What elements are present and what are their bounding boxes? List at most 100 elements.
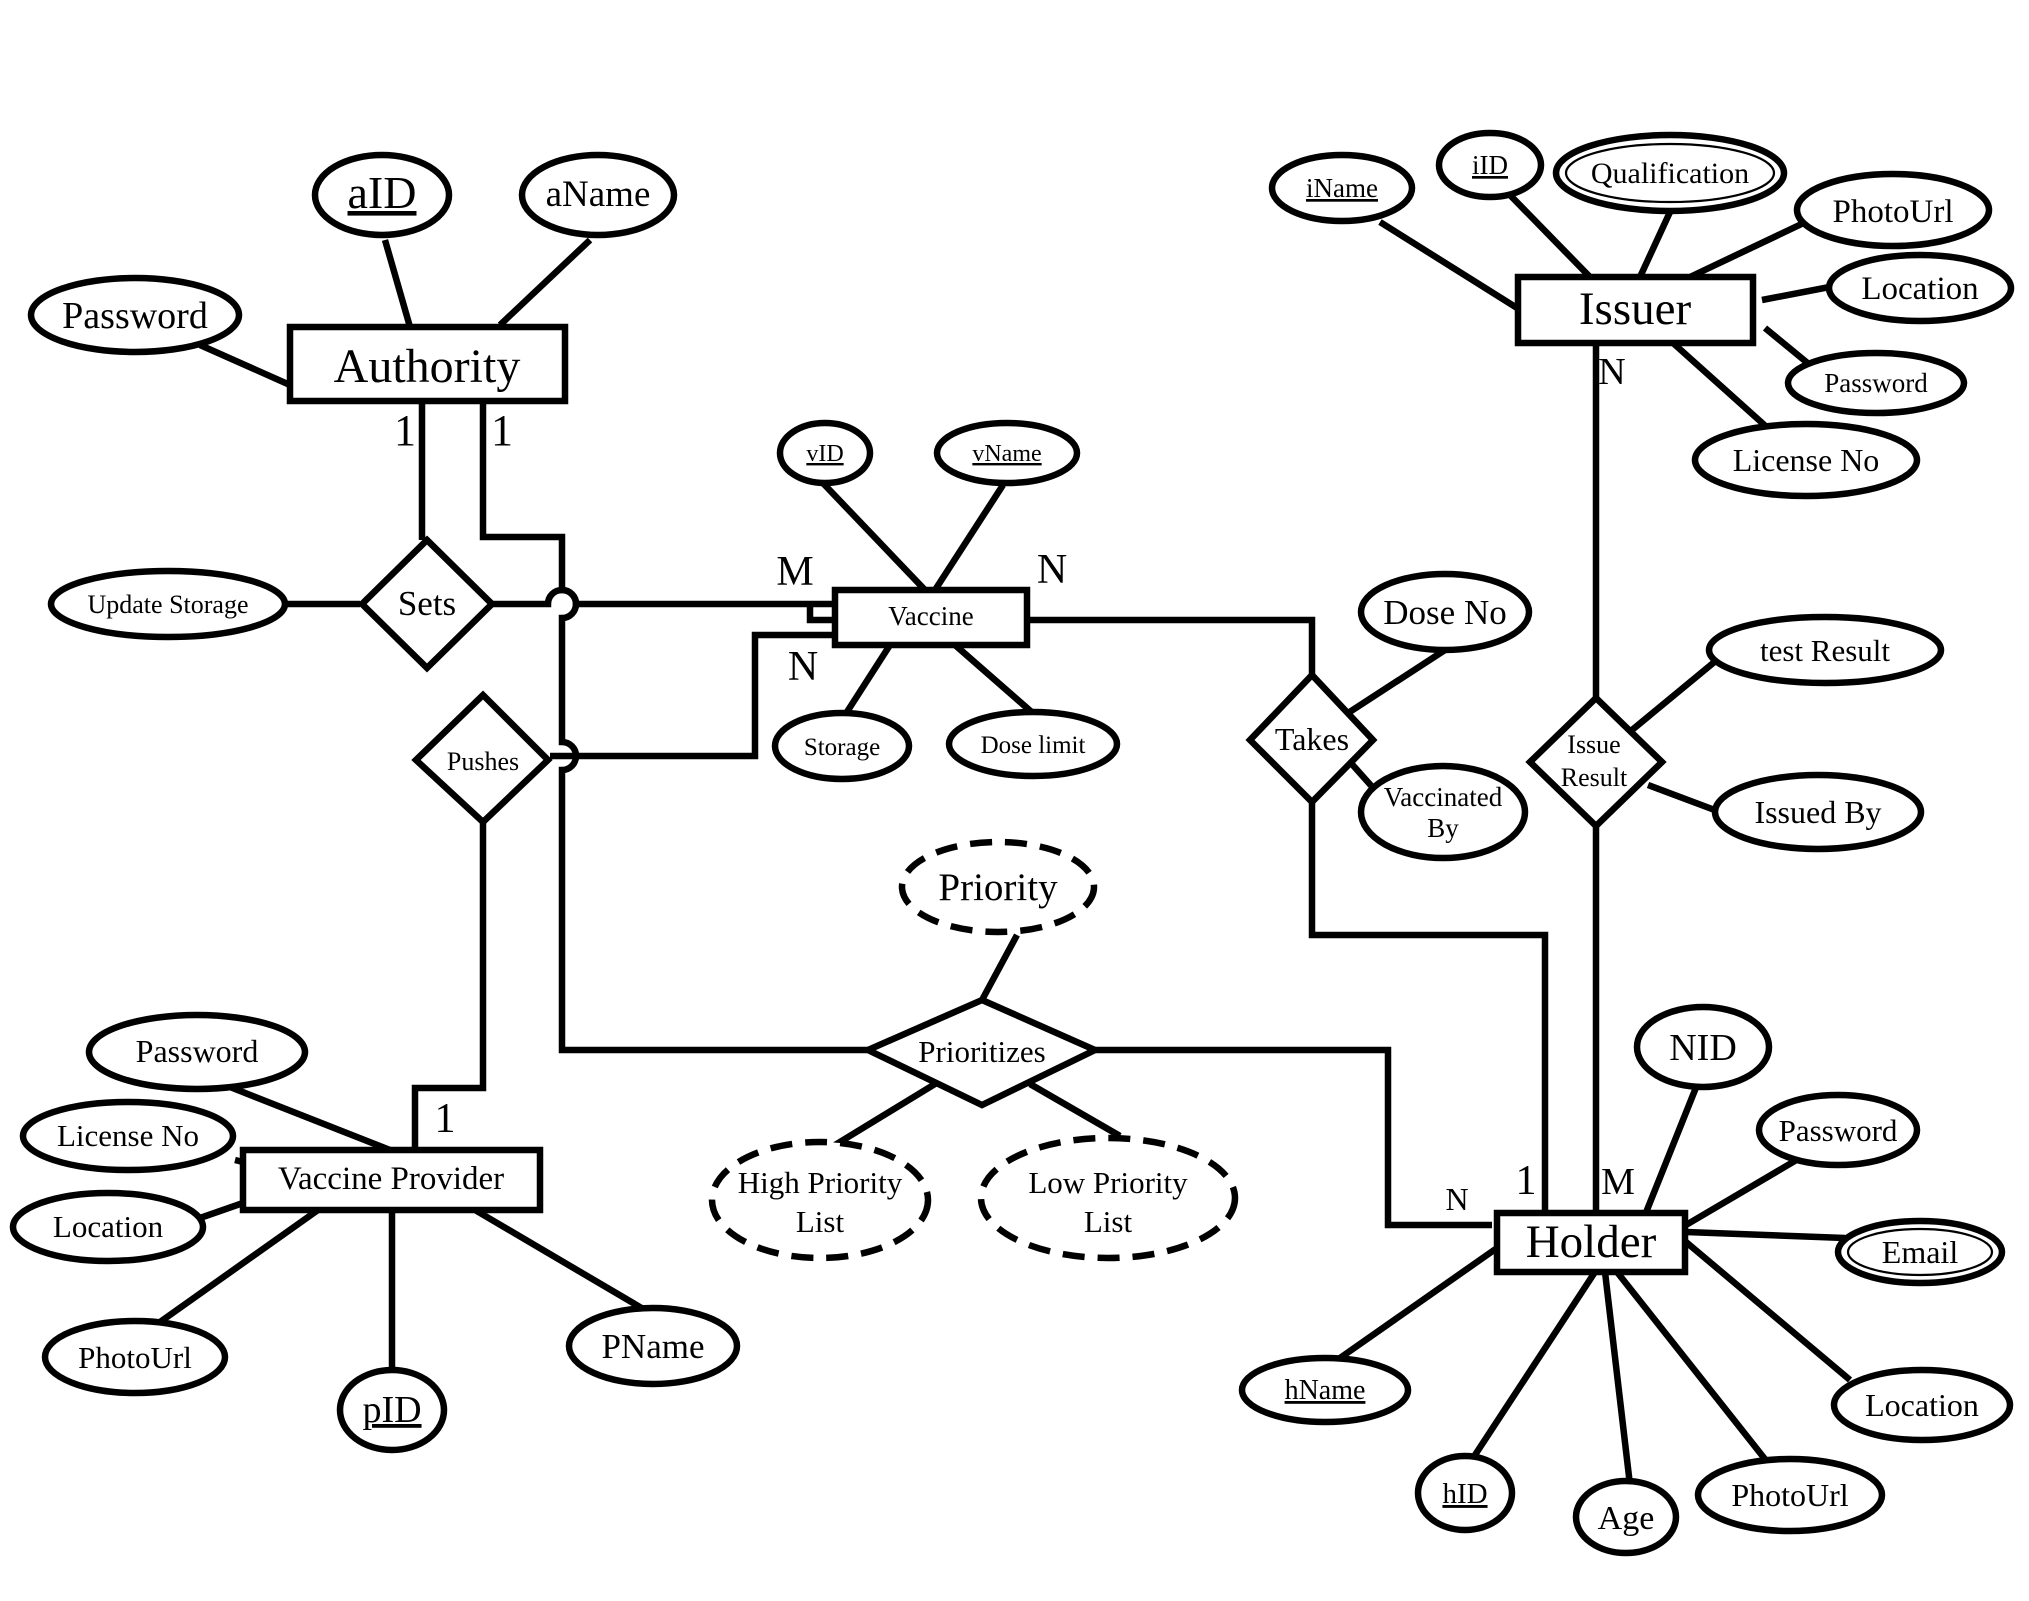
attribute-holder-photourl: PhotoUrl — [1694, 1455, 1886, 1535]
attribute-hname: hName — [1238, 1354, 1412, 1426]
attribute-label: Priority — [938, 866, 1058, 909]
attribute-vaccinated-by: Vaccinated By — [1357, 762, 1529, 862]
attribute-label: Password — [62, 295, 208, 337]
relationship-label: Prioritizes — [918, 1034, 1045, 1069]
attribute-label: Location — [1861, 271, 1978, 307]
attribute-aid: aID — [311, 151, 453, 239]
attribute-label: PhotoUrl — [1731, 1477, 1848, 1513]
attribute-provider-password: Password — [85, 1011, 309, 1093]
attribute-dose-limit: Dose limit — [945, 708, 1121, 780]
attribute-label: Password — [1824, 368, 1928, 398]
attribute-label-line1: Vaccinated — [1384, 782, 1503, 812]
attribute-dose-no: Dose No — [1357, 570, 1533, 654]
entity-label: Vaccine Provider — [278, 1161, 504, 1197]
attribute-iid: iID — [1435, 129, 1545, 201]
entity-label: Authority — [334, 340, 521, 393]
attribute-label: Password — [136, 1033, 259, 1069]
relationship-label: Sets — [398, 584, 456, 623]
attribute-issued-by: Issued By — [1711, 771, 1925, 853]
attribute-label: iName — [1306, 173, 1378, 203]
relationship-label: Pushes — [447, 747, 519, 776]
attribute-label: Storage — [804, 734, 880, 761]
attribute-label: hName — [1285, 1375, 1366, 1406]
attribute-label: PName — [601, 1327, 704, 1366]
attribute-label: License No — [1733, 442, 1880, 478]
attribute-email: Email — [1834, 1217, 2006, 1287]
entity-label: Issuer — [1579, 283, 1692, 335]
entity-label: Vaccine — [888, 601, 973, 631]
cardinality-provider-pushes: 1 — [435, 1096, 456, 1142]
entity-holder: Holder — [1493, 1209, 1689, 1276]
attribute-label-line1: High Priority — [738, 1165, 903, 1200]
attribute-label: vID — [806, 441, 843, 467]
attribute-provider-license-no: License No — [19, 1098, 237, 1174]
attribute-issuer-password: Password — [1784, 349, 1968, 417]
relationship-issue-result: Issue Result — [1525, 693, 1667, 831]
attribute-age: Age — [1572, 1477, 1680, 1557]
attribute-label: NID — [1669, 1027, 1737, 1069]
attribute-issuer-license-no: License No — [1691, 420, 1921, 500]
attribute-label-line2: By — [1427, 813, 1459, 843]
attribute-label: aName — [546, 174, 651, 215]
relationship-prioritizes: Prioritizes — [860, 996, 1103, 1109]
attribute-label: hID — [1442, 1478, 1487, 1510]
attribute-label: Qualification — [1591, 157, 1749, 190]
cardinality-labels: 1 1 M N N N 1 N 1 M — [394, 351, 1635, 1217]
relationship-label: Takes — [1275, 721, 1349, 757]
entity-issuer: Issuer — [1514, 273, 1757, 347]
attribute-label: Update Storage — [87, 590, 248, 619]
relationship-sets: Sets — [357, 535, 497, 673]
attribute-label: Age — [1598, 1500, 1655, 1537]
cardinality-sets-vaccine: M — [776, 549, 813, 595]
attribute-label: pID — [362, 1389, 421, 1431]
connector-lines — [158, 189, 1853, 1486]
attribute-aname: aName — [518, 151, 678, 239]
attribute-label: Issued By — [1754, 794, 1881, 830]
attribute-qualification: Qualification — [1552, 131, 1788, 215]
attribute-nid: NID — [1633, 1003, 1773, 1091]
attribute-iname: iName — [1268, 151, 1416, 225]
relationship-label-line2: Result — [1561, 763, 1628, 792]
attribute-label: PhotoUrl — [1832, 194, 1953, 230]
attribute-label: License No — [57, 1118, 199, 1153]
cardinality-pushes-vaccine: N — [788, 644, 818, 690]
attribute-test-result: test Result — [1705, 613, 1945, 687]
attribute-label: Password — [1779, 1113, 1898, 1148]
attribute-authority-password: Password — [27, 274, 243, 356]
attribute-storage: Storage — [771, 709, 913, 783]
attribute-label: Location — [53, 1209, 164, 1244]
cardinality-issue-result-holder: M — [1601, 1161, 1635, 1203]
attribute-label: Location — [1865, 1387, 1979, 1423]
cardinality-prioritizes-holder: N — [1445, 1181, 1468, 1217]
attribute-holder-location: Location — [1830, 1366, 2014, 1444]
attribute-label-line1: Low Priority — [1028, 1165, 1188, 1200]
cardinality-takes-holder: 1 — [1516, 1158, 1537, 1204]
attribute-vname: vName — [933, 419, 1081, 487]
entity-authority: Authority — [286, 323, 569, 405]
attribute-label: Dose limit — [981, 732, 1086, 759]
attribute-label: test Result — [1760, 633, 1890, 668]
relationship-pushes: Pushes — [411, 690, 553, 827]
attribute-label: iID — [1472, 150, 1508, 180]
attribute-priority: Priority — [898, 838, 1098, 936]
attribute-issuer-location: Location — [1825, 251, 2015, 325]
attribute-high-priority-list: High Priority List — [708, 1138, 932, 1262]
attribute-label-line2: List — [1084, 1204, 1133, 1239]
attribute-low-priority-list: Low Priority List — [977, 1134, 1239, 1262]
cardinality-vaccine-takes: N — [1037, 547, 1067, 593]
attribute-pname: PName — [565, 1304, 741, 1388]
attribute-hid: hID — [1414, 1452, 1516, 1534]
attribute-label: vName — [972, 441, 1041, 467]
cardinality-issuer-issue-result: N — [1598, 351, 1625, 393]
attribute-label: Dose No — [1383, 593, 1506, 632]
attribute-label-line2: List — [796, 1204, 845, 1239]
relationship-label-line1: Issue — [1567, 730, 1620, 759]
entity-vaccine: Vaccine — [831, 586, 1031, 649]
attribute-vid: vID — [776, 419, 874, 487]
attribute-update-storage: Update Storage — [47, 567, 289, 641]
attribute-label: Email — [1882, 1234, 1959, 1270]
attribute-provider-photourl: PhotoUrl — [41, 1317, 229, 1397]
attribute-holder-password: Password — [1755, 1091, 1921, 1169]
entity-vaccine-provider: Vaccine Provider — [239, 1146, 544, 1214]
